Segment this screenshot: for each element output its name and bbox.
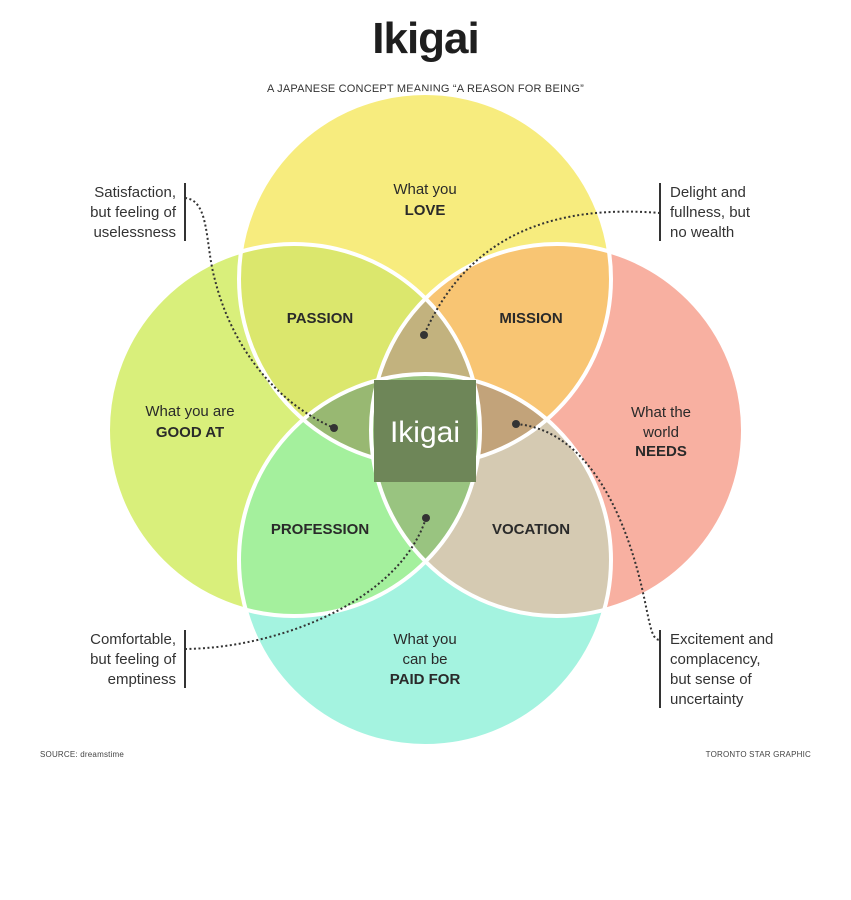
note-line: but feeling of bbox=[90, 204, 176, 221]
note-line: fullness, but bbox=[670, 204, 751, 221]
love-label-line1: What you bbox=[393, 181, 456, 198]
source-credit: SOURCE: dreamstime bbox=[40, 750, 125, 759]
needs-label-line2: world bbox=[642, 424, 679, 441]
note-line: uncertainty bbox=[670, 691, 744, 708]
good-at-label-line2: GOOD AT bbox=[156, 424, 224, 441]
callout-dot-profession bbox=[422, 514, 430, 522]
note-line: no wealth bbox=[670, 224, 735, 241]
note-line: uselessness bbox=[93, 224, 176, 241]
callout-dot-mission bbox=[420, 331, 428, 339]
note-line: but feeling of bbox=[90, 651, 176, 668]
vocation-label: VOCATION bbox=[492, 521, 570, 538]
note-bottom-left: Comfortable, but feeling of emptiness bbox=[90, 630, 176, 690]
needs-label-line3: NEEDS bbox=[635, 443, 687, 460]
needs-label-line1: What the bbox=[631, 404, 691, 421]
paid-for-label-line3: PAID FOR bbox=[390, 671, 461, 688]
connector-top-left bbox=[184, 197, 335, 429]
love-label-line2: LOVE bbox=[405, 202, 446, 219]
note-line: Comfortable, bbox=[90, 631, 176, 648]
ikigai-center-square bbox=[374, 380, 476, 482]
profession-label: PROFESSION bbox=[271, 521, 369, 538]
publisher-credit: TORONTO STAR GRAPHIC bbox=[705, 750, 811, 759]
paid-for-label-line1: What you bbox=[393, 631, 456, 648]
mission-label: MISSION bbox=[499, 310, 562, 327]
note-line: complacency, bbox=[670, 651, 761, 668]
connector-top-right bbox=[423, 210, 661, 336]
ikigai-center-label: Ikigai bbox=[390, 416, 460, 449]
note-line: Satisfaction, bbox=[94, 184, 176, 201]
note-line: Delight and bbox=[670, 184, 746, 201]
note-top-left: Satisfaction, but feeling of uselessness bbox=[90, 183, 176, 243]
connector-bottom-right bbox=[515, 423, 661, 641]
note-top-right: Delight and fullness, but no wealth bbox=[670, 183, 750, 243]
passion-label: PASSION bbox=[287, 310, 353, 327]
callout-dot-vocation bbox=[512, 420, 520, 428]
note-line: but sense of bbox=[670, 671, 752, 688]
callout-dot-passion bbox=[330, 424, 338, 432]
page-title: Ikigai bbox=[372, 14, 480, 63]
note-bottom-right: Excitement and complacency, but sense of… bbox=[670, 630, 773, 710]
good-at-label-line1: What you are bbox=[145, 403, 234, 420]
note-line: emptiness bbox=[107, 671, 176, 688]
paid-for-label-line2: can be bbox=[402, 651, 447, 668]
note-line: Excitement and bbox=[670, 631, 774, 648]
page-subtitle: A JAPANESE CONCEPT MEANING “A REASON FOR… bbox=[266, 83, 585, 95]
